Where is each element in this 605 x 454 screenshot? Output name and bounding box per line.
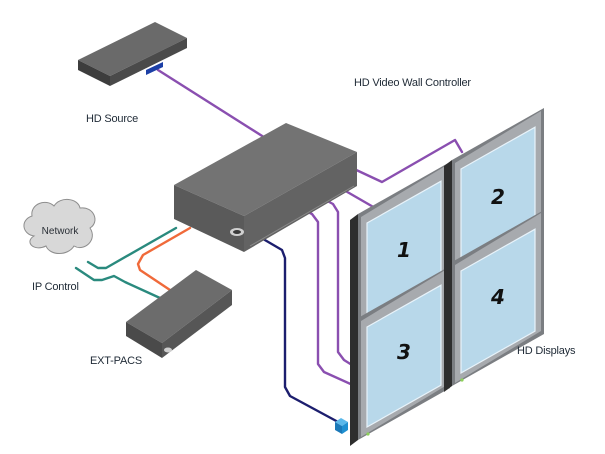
cable-hdmi-display-2 (350, 138, 464, 184)
display-screen (460, 228, 536, 375)
ext-pacs-device (126, 270, 232, 358)
display-side (444, 262, 452, 392)
ext-pacs-label: EXT-PACS (90, 355, 142, 367)
display-side (350, 318, 358, 446)
display-power-led-icon (366, 432, 370, 436)
cable-ir (256, 234, 342, 425)
display-number: 1 (397, 238, 411, 262)
hd-source-label: HD Source (86, 113, 138, 125)
video-wall-controller-device (174, 123, 357, 252)
controller-label: HD Video Wall Controller (354, 77, 471, 89)
hd-source-device (78, 22, 187, 86)
cable-hdmi-display-3b (294, 204, 357, 388)
network-label: Network (42, 226, 80, 237)
display-power-led-icon (460, 378, 464, 382)
hd-display-4: 4 (444, 210, 544, 392)
hd-display-3: 3 (350, 266, 450, 446)
display-number: 2 (491, 185, 505, 209)
ip-control-label: IP Control (32, 281, 79, 293)
display-number: 3 (397, 340, 411, 364)
display-side (444, 160, 452, 294)
cable-serial (136, 226, 192, 292)
cable-ip-controller (86, 226, 178, 270)
display-side (350, 214, 358, 346)
cable-hdmi-display-3a (316, 194, 362, 372)
cable-ip-pacs (74, 266, 162, 300)
display-screen (366, 284, 442, 429)
hd-source-port-icon (146, 62, 163, 75)
ext-pacs-logo-icon (164, 347, 172, 353)
hd-displays-label: HD Displays (517, 345, 576, 357)
ir-sensor-icon (335, 418, 348, 434)
network-cloud-icon: Network (23, 199, 96, 254)
display-number: 4 (490, 285, 505, 309)
